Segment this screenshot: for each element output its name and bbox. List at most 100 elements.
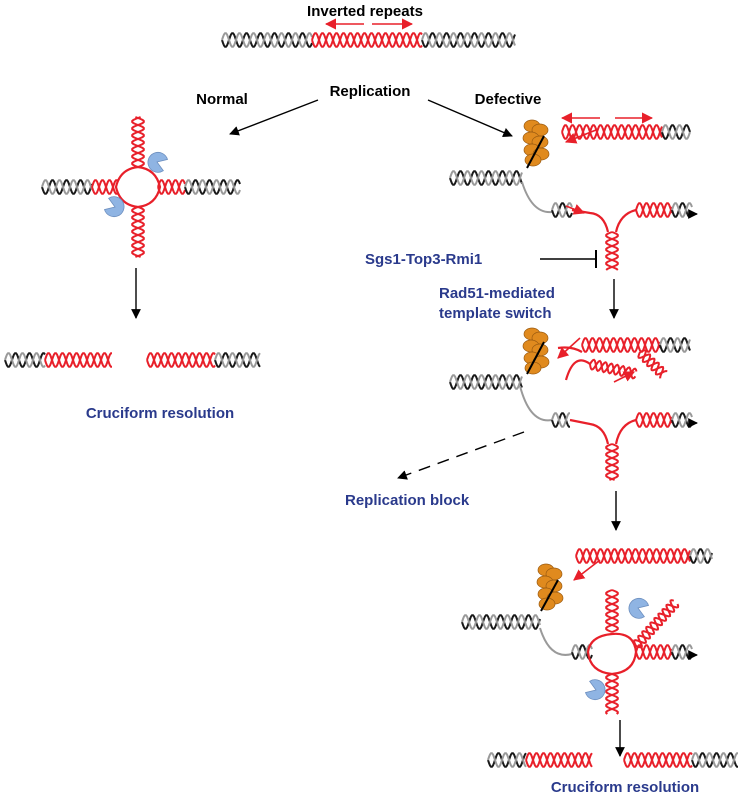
right-product-repeat-b-strand-b bbox=[623, 752, 693, 768]
s3-lower-link bbox=[539, 627, 573, 656]
dna-left-flank-strand-a bbox=[221, 32, 313, 48]
s1-lower-pre-strand-a bbox=[551, 202, 573, 218]
defective-pathway bbox=[397, 112, 738, 768]
s2-helicase bbox=[522, 327, 550, 375]
s1-left-duplex-strand-a bbox=[449, 170, 523, 186]
s2-left-duplex-strand-b bbox=[449, 374, 523, 390]
s3-red-arrow bbox=[573, 559, 601, 581]
label-inverted-repeats: Inverted repeats bbox=[307, 3, 423, 20]
s2-hairpin-stem-strand-a bbox=[605, 443, 619, 481]
s2-left-duplex-strand-a bbox=[449, 374, 523, 390]
s1-fork-bar bbox=[526, 135, 545, 169]
dna-repeat-strand-b bbox=[311, 32, 423, 48]
right-product-repeat-a-strand-a bbox=[525, 752, 593, 768]
label-normal: Normal bbox=[196, 91, 248, 108]
right-product-flank-a-strand-b bbox=[487, 752, 527, 768]
resolvase-right-bottom-shape bbox=[584, 679, 606, 701]
left-product-repeat-b-strand-a bbox=[146, 352, 216, 368]
label-replication: Replication bbox=[330, 83, 411, 100]
s2-lower-pre-strand-b bbox=[551, 412, 570, 428]
s2-lower-link bbox=[519, 385, 553, 422]
s1-lower-repeat-strand-a bbox=[635, 202, 673, 218]
s1-hairpin-arrow bbox=[565, 204, 586, 215]
s3-junction bbox=[586, 632, 638, 676]
resolvase-left-top-shape bbox=[147, 151, 169, 173]
arrow-to-replication-block bbox=[397, 431, 525, 480]
s1-lower-tail-strand-a bbox=[671, 202, 693, 218]
s2-switch-diag-strand-b bbox=[589, 358, 637, 380]
left-flank-a-strand-b bbox=[41, 179, 93, 195]
right-product-flank-b-strand-a bbox=[691, 752, 738, 768]
label-rad51-line2: template switch bbox=[439, 305, 552, 322]
s2-hairpin-stem-strand-b bbox=[605, 443, 619, 481]
resolvase-left-bottom bbox=[103, 196, 125, 218]
right-product-flank-a-strand-a bbox=[487, 752, 527, 768]
normal-cruciform bbox=[4, 116, 261, 368]
left-product-repeat-b-strand-b bbox=[146, 352, 216, 368]
s1-helicase bbox=[522, 119, 550, 167]
s3-left-duplex-strand-a bbox=[461, 614, 541, 630]
arrow-to-normal bbox=[229, 99, 319, 136]
s1-lower-repeat-strand-b bbox=[635, 202, 673, 218]
s2-upper-repeat-strand-b bbox=[581, 337, 661, 353]
s1-hairpin-stem-strand-a bbox=[605, 231, 619, 271]
label-replication-block: Replication block bbox=[345, 492, 470, 509]
s2-upper-repeat-strand-a bbox=[581, 337, 661, 353]
s3-arm-up-strand-b bbox=[605, 589, 619, 633]
right-product-repeat-a-strand-b bbox=[525, 752, 593, 768]
s3-helicase bbox=[536, 563, 564, 611]
resolvase-right-top-shape bbox=[628, 597, 650, 619]
s3-upper-tail-strand-a bbox=[689, 548, 713, 564]
s2-lower-pre-strand-a bbox=[551, 412, 570, 428]
s2-lower-repeat-strand-a bbox=[635, 412, 673, 428]
s3-arm-diag-strand-b bbox=[633, 603, 680, 647]
s1-lower-link bbox=[521, 181, 553, 214]
s2-invade bbox=[564, 359, 591, 381]
left-repeat-a-strand-b bbox=[91, 179, 119, 195]
s3-upper-repeat-strand-b bbox=[575, 548, 691, 564]
left-repeat-b-strand-b bbox=[157, 179, 186, 195]
s2-lower-tail-strand-b bbox=[671, 412, 693, 428]
label-rad51-line1: Rad51-mediated bbox=[439, 285, 555, 302]
right-product-flank-b-strand-b bbox=[691, 752, 738, 768]
s3-lower-repeat-strand-a bbox=[635, 644, 673, 660]
arrow-to-defective bbox=[427, 99, 513, 138]
s1-upper-repeat-strand-a bbox=[561, 124, 663, 140]
left-flank-b-strand-b bbox=[184, 179, 241, 195]
s3-lower-tail-strand-a bbox=[671, 644, 693, 660]
left-cruciform-arm-down-strand-b bbox=[131, 206, 145, 258]
resolvase-left-top bbox=[147, 151, 169, 173]
resolvase-right-bottom bbox=[584, 679, 606, 701]
s2-switch-arrow bbox=[613, 371, 636, 383]
s2-fork-bar bbox=[526, 341, 545, 375]
s3-arm-down-strand-b bbox=[605, 673, 619, 715]
left-repeat-a-strand-a bbox=[91, 179, 119, 195]
left-product-flank-b-strand-b bbox=[214, 352, 261, 368]
left-product-repeat-a-strand-b bbox=[44, 352, 112, 368]
s2-hairpin-left bbox=[569, 418, 610, 445]
s1-upper-repeat-strand-b bbox=[561, 124, 663, 140]
s2-hairpin-right bbox=[614, 418, 637, 445]
dna-left-flank-strand-b bbox=[221, 32, 313, 48]
s1-hairpin-right bbox=[614, 208, 637, 233]
label-cruciform-resolution-right: Cruciform resolution bbox=[551, 779, 699, 796]
s2-switch-diag-b-strand-b bbox=[639, 349, 665, 379]
s2-upper-tail-strand-b bbox=[659, 337, 691, 353]
s3-upper-tail-strand-b bbox=[689, 548, 713, 564]
s3-left-duplex-strand-b bbox=[461, 614, 541, 630]
right-product-repeat-b-strand-a bbox=[623, 752, 693, 768]
s1-upper-tail-strand-b bbox=[661, 124, 691, 140]
s1-lower-pre-strand-b bbox=[551, 202, 573, 218]
s2-lower-repeat-strand-b bbox=[635, 412, 673, 428]
left-product-flank-a-strand-b bbox=[4, 352, 46, 368]
s3-upper-repeat-strand-a bbox=[575, 548, 691, 564]
left-cruciform-junction bbox=[114, 165, 162, 209]
label-cruciform-resolution-left: Cruciform resolution bbox=[86, 405, 234, 422]
s1-hairpin-stem-strand-b bbox=[605, 231, 619, 271]
s2-upper-link bbox=[557, 346, 583, 353]
s1-lower-tail-strand-b bbox=[671, 202, 693, 218]
s2-lower-tail-strand-a bbox=[671, 412, 693, 428]
dna-right-flank-strand-b bbox=[421, 32, 516, 48]
label-sgs1-top3-rmi1: Sgs1-Top3-Rmi1 bbox=[365, 251, 482, 268]
